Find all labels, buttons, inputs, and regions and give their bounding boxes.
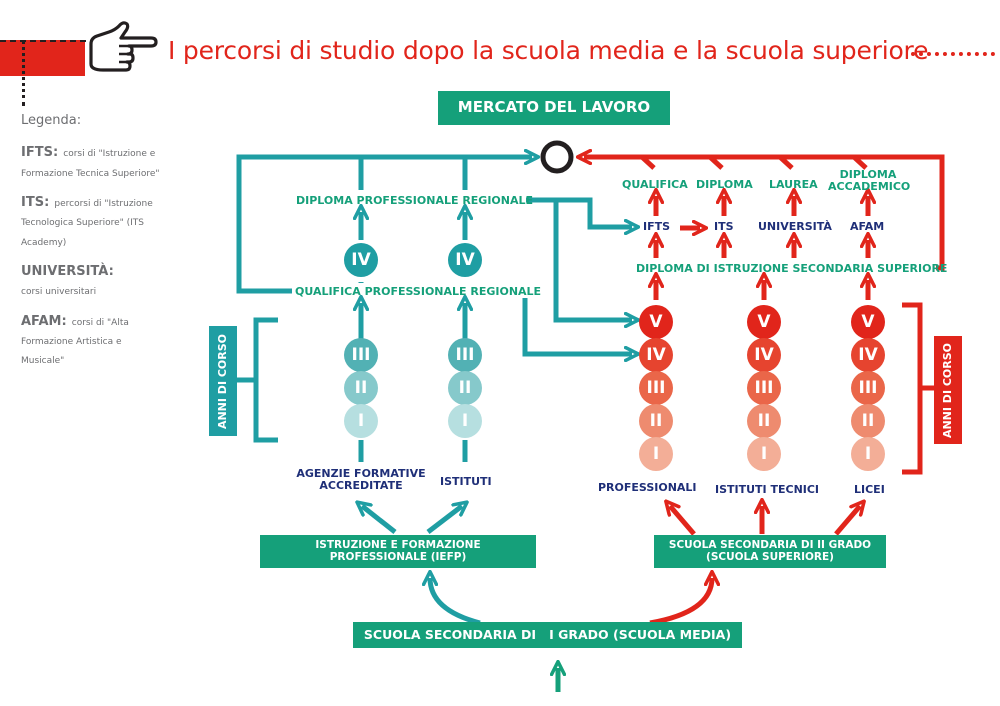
legend-key: ITS: <box>21 194 50 210</box>
professionali-label: PROFESSIONALI <box>598 481 697 494</box>
legend-heading: Legenda: <box>21 113 82 128</box>
page-title: I percorsi di studio dopo la scuola medi… <box>168 36 929 65</box>
sup-year-circle: V <box>747 305 781 339</box>
diploma-sec-sup-label: DIPLOMA DI ISTRUZIONE SECONDARIA SUPERIO… <box>636 262 948 275</box>
diploma-to-v <box>553 200 632 320</box>
diploma-tick <box>708 155 724 170</box>
qualifica-to-iv <box>522 298 632 354</box>
arrow-to-istituti <box>426 506 462 534</box>
anni-di-corso-right: ANNI DI CORSO <box>934 336 962 444</box>
iefp-year-circle: III <box>344 338 378 372</box>
sup-year-circle: II <box>851 404 885 438</box>
istituti-tecnici-label: ISTITUTI TECNICI <box>715 483 820 496</box>
iefp-box: ISTRUZIONE E FORMAZIONE PROFESSIONALE (I… <box>260 535 536 568</box>
legend-desc: corsi di "Istruzione e Formazione Tecnic… <box>21 149 160 179</box>
legend-item-afam: AFAM: corsi di "Alta Formazione Artistic… <box>21 310 161 368</box>
header-dash-line <box>0 40 156 42</box>
sup-year-circle: III <box>639 371 673 405</box>
outcome-qualifica: QUALIFICA <box>622 178 688 191</box>
outcome-diploma: DIPLOMA <box>696 178 753 191</box>
qualifica-professionale-label: QUALIFICA PROFESSIONALE REGIONALE <box>295 285 542 298</box>
secondaria-ii-box: SCUOLA SECONDARIA DI II GRADO (SCUOLA SU… <box>654 535 886 568</box>
sup-year-circle: II <box>747 404 781 438</box>
legend: Legenda: IFTS: corsi di "Istruzione e Fo… <box>21 113 161 379</box>
anni-di-corso-left: ANNI DI CORSO <box>209 326 237 436</box>
agenzie-label: AGENZIE FORMATIVE ACCREDITATE <box>296 467 426 493</box>
sup-year-circle: I <box>639 437 673 471</box>
sup-year-circle: II <box>639 404 673 438</box>
post-diploma-its: ITS <box>714 220 734 233</box>
bracket-left <box>253 317 278 443</box>
sup-year-circle: V <box>851 305 885 339</box>
iefp-year-circle: IV <box>344 243 378 277</box>
qualifica-loop-to-mercato <box>236 157 532 294</box>
arrow-to-licei <box>834 506 860 536</box>
legend-key: IFTS: <box>21 145 59 160</box>
outcome-diploma-accademico: DIPLOMA ACCADEMICO <box>828 168 911 193</box>
arrow-to-sec2 <box>649 578 712 626</box>
sup-year-circle: III <box>747 371 781 405</box>
sup-year-circle: IV <box>639 338 673 372</box>
licei-label: LICEI <box>854 483 885 496</box>
iefp-year-circle: IV <box>448 243 482 277</box>
sup-year-circle: V <box>639 305 673 339</box>
header-dash-vertical <box>22 40 25 106</box>
legend-item-its: ITS: percorsi di "Istruzione Tecnologica… <box>21 191 161 249</box>
dipacc-tick <box>852 155 868 170</box>
iefp-year-circle: I <box>448 404 482 438</box>
sup-year-circle: IV <box>747 338 781 372</box>
legend-desc: percorsi di "Istruzione Tecnologica Supe… <box>21 198 153 248</box>
post-diploma-ifts: IFTS <box>643 220 671 233</box>
post-diploma-afam: AFAM <box>850 220 885 233</box>
header-red-band <box>0 40 85 76</box>
arrow-to-agenzie <box>362 506 397 534</box>
pointing-hand-icon <box>89 21 158 72</box>
istituti-label: ISTITUTI <box>440 475 492 488</box>
post-diploma-universita: UNIVERSITÀ <box>758 220 832 233</box>
sup-year-circle: I <box>747 437 781 471</box>
legend-item-ifts: IFTS: corsi di "Istruzione e Formazione … <box>21 141 161 180</box>
iefp-year-circle: I <box>344 404 378 438</box>
anni-di-corso-right-text: ANNI DI CORSO <box>941 342 955 438</box>
legend-item-universita: UNIVERSITÀ: corsi universitari <box>21 260 161 299</box>
bracket-right <box>902 302 923 475</box>
mercato-target-circle <box>540 140 574 174</box>
laurea-tick <box>778 155 794 170</box>
iefp-year-circle: II <box>344 371 378 405</box>
legend-desc: corsi universitari <box>21 287 97 298</box>
arrow-to-iefp <box>430 578 481 626</box>
sup-year-circle: III <box>851 371 885 405</box>
outcome-laurea: LAUREA <box>769 178 818 191</box>
scuola-media-box: SCUOLA SECONDARIA DI I GRADO (SCUOLA MED… <box>353 622 742 648</box>
sup-year-circle: IV <box>851 338 885 372</box>
sup-year-circle: I <box>851 437 885 471</box>
mercato-del-lavoro-box: MERCATO DEL LAVORO <box>438 91 670 125</box>
legend-key: UNIVERSITÀ: <box>21 263 114 279</box>
diploma-to-ifts <box>526 197 632 227</box>
iefp-year-circle: II <box>448 371 482 405</box>
iefp-year-circle: III <box>448 338 482 372</box>
diploma-professionale-label: DIPLOMA PROFESSIONALE REGIONALE <box>296 194 534 207</box>
legend-desc: corsi di "Alta Formazione Artistica e Mu… <box>21 317 129 367</box>
arrow-to-professionali <box>670 506 696 536</box>
title-dots <box>911 52 995 56</box>
qualifica-tick <box>640 155 656 170</box>
red-return-to-mercato <box>584 157 945 271</box>
legend-key: AFAM: <box>21 313 67 329</box>
anni-di-corso-left-text: ANNI DI CORSO <box>216 333 230 429</box>
